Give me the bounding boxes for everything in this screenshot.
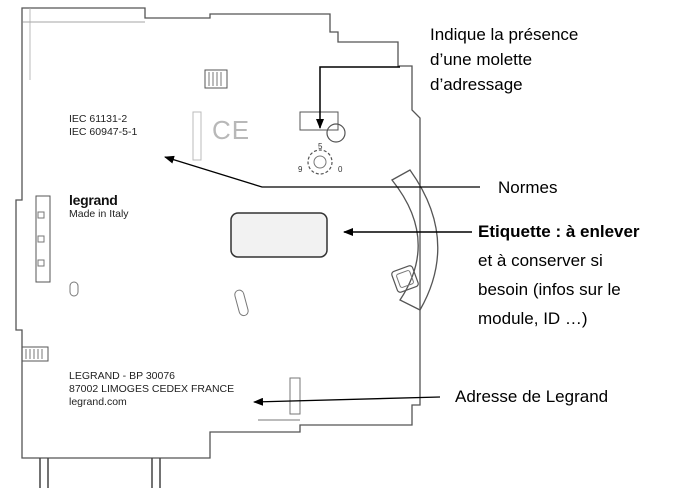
- etiquette-annotation: Etiquette : à enlever et à conserver si …: [478, 219, 640, 331]
- dial-label-top: 5: [318, 142, 323, 151]
- dial-label-left: 9: [298, 165, 303, 174]
- address-line: 87002 LIMOGES CEDEX FRANCE: [69, 383, 235, 395]
- side-connector-pin: [37, 235, 45, 243]
- annotation-line: d’adressage: [430, 75, 523, 94]
- wheel-knob: [326, 123, 346, 143]
- standards-text: IEC 61131-2 IEC 60947-5-1: [69, 113, 137, 139]
- side-connector-pin: [37, 259, 45, 267]
- module-housing-outline: [15, 7, 421, 459]
- normes-arrow: [164, 155, 480, 188]
- adresse-arrow: [253, 396, 441, 406]
- annotation-line: et à conserver si: [478, 251, 603, 270]
- standard-line: IEC 61131-2: [69, 113, 128, 125]
- made-in-text: Made in Italy: [69, 208, 129, 220]
- normes-annotation: Normes: [498, 178, 558, 197]
- label-sticker: [230, 212, 328, 258]
- addressing-wheel: [307, 149, 333, 175]
- molette-annotation: Indique la présence d’une molette d’adre…: [430, 22, 578, 97]
- dial-label-right: 0: [338, 165, 343, 174]
- address-line: legrand.com: [69, 396, 127, 408]
- address-line: LEGRAND - BP 30076: [69, 370, 176, 382]
- device-address-text: LEGRAND - BP 30076 87002 LIMOGES CEDEX F…: [69, 370, 234, 409]
- mounting-hole: [69, 281, 79, 297]
- molette-arrow: [316, 66, 400, 129]
- side-connector-pin: [37, 211, 45, 219]
- etiquette-title: Etiquette : à enlever: [478, 222, 640, 241]
- annotation-line: module, ID …): [478, 309, 588, 328]
- lever-arm: [391, 169, 439, 311]
- side-connector: [35, 195, 51, 283]
- annotation-line: d’une molette: [430, 50, 533, 69]
- lever-latch-inner: [396, 270, 414, 288]
- annotation-line: Indique la présence: [430, 25, 579, 44]
- ce-frame: [192, 111, 202, 161]
- addressing-wheel-center: [313, 155, 327, 169]
- annotation-line: besoin (infos sur le: [478, 280, 621, 299]
- top-connector: [204, 69, 228, 89]
- lever-latch: [391, 265, 419, 293]
- wheel-housing: [299, 111, 339, 131]
- slot-hole: [234, 289, 249, 317]
- bottom-clip: [289, 377, 301, 415]
- adresse-annotation: Adresse de Legrand: [455, 387, 609, 406]
- standard-line: IEC 60947-5-1: [69, 126, 138, 138]
- ce-mark: CE: [212, 115, 251, 145]
- bottom-connector: [21, 346, 49, 362]
- legrand-logo: legrand: [69, 192, 118, 208]
